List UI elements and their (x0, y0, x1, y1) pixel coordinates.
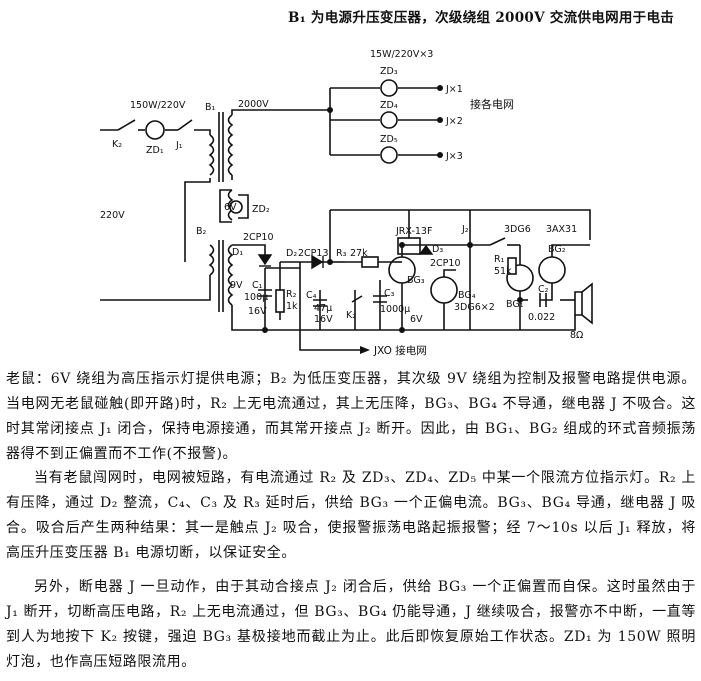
label-zd3: ZD₃ (380, 66, 398, 77)
label-3dg6: 3DG6 (504, 224, 531, 235)
label-jx3: J×3 (445, 151, 463, 162)
jxo-arrow-icon (360, 346, 370, 354)
lamp-zd4-icon (380, 111, 398, 129)
label-speaker: 8Ω (570, 330, 583, 341)
label-c3: C₃ (384, 288, 395, 299)
label-lamp-rating: 150W/220V (130, 100, 186, 111)
label-6v: 6V (224, 202, 237, 213)
capacitor-c2 (539, 293, 547, 307)
label-r2: R₂ (286, 289, 297, 300)
label-r3: R₃ (336, 248, 347, 259)
label-zd5: ZD₅ (380, 134, 398, 145)
label-k2-top: K₂ (112, 139, 122, 150)
label-c4-val: 47μ (314, 303, 332, 314)
diode-symbols (257, 244, 434, 270)
label-zd2: ZD₂ (252, 204, 270, 215)
label-zd-rating: 15W/220V×3 (370, 49, 433, 60)
lamp-zd3-icon (380, 79, 398, 97)
label-bg1: BG₁ (506, 299, 524, 310)
label-c3-v: 6V (410, 314, 423, 325)
label-c2-val: 0.022 (528, 312, 555, 323)
label-r3-val: 27k (350, 248, 368, 259)
diode-d2-icon (311, 254, 324, 270)
label-j2: J₂ (461, 224, 469, 235)
lamp-zd2-icon (229, 200, 243, 214)
capacitor-c1 (258, 289, 272, 297)
label-bg2: BG₂ (548, 244, 566, 255)
label-c1: C₁ (252, 280, 263, 291)
label-r2-val: 1k (286, 301, 298, 312)
label-3ax31: 3AX31 (546, 224, 577, 235)
label-jxo: JXO 接电网 (373, 344, 427, 357)
label-grid-connect: 接各电网 (470, 97, 514, 111)
label-d1: D₁ (232, 247, 243, 258)
passive-components (258, 256, 547, 313)
label-c1-val: 100μ (244, 292, 268, 303)
resistor-r2 (275, 289, 285, 313)
resistor-r1 (507, 257, 517, 275)
label-k2: K₂ (346, 310, 356, 321)
label-r1: R₁ (494, 254, 505, 265)
label-relay: JRX-13F (395, 226, 432, 237)
paragraph-2: 当有老鼠闯网时，电网被短路，有电流通过 R₂ 及 ZD₃、ZD₄、ZD₅ 中某一… (6, 470, 696, 561)
terminal-dots (262, 85, 523, 333)
diode-d1-icon (257, 254, 273, 266)
label-bg34-type: 3DG6×2 (454, 302, 495, 313)
label-d3: D₃ (432, 244, 443, 255)
label-c4-v: 16V (314, 314, 333, 325)
label-c4: C₄ (306, 290, 317, 301)
label-b1: B₁ (205, 102, 216, 113)
figure-caption: B₁ 为电源升压变压器，次级绕组 2000V 交流供电网用于电击 (288, 10, 675, 26)
transformer-cores (218, 112, 224, 312)
label-d2: D₂ (286, 248, 297, 259)
label-9v: 9V (230, 280, 243, 291)
label-zd1: ZD₁ (146, 145, 164, 156)
diode-d3-icon (418, 244, 434, 255)
label-b2: B₂ (196, 226, 207, 237)
label-bg3: BG₃ (407, 275, 425, 286)
switch-k2 (351, 295, 363, 303)
paragraph-1: 老鼠：6V 绕组为高压指示灯提供电源；B₂ 为低压变压器，其次级 9V 绕组为控… (6, 371, 696, 462)
resistor-r3 (361, 256, 379, 268)
label-2000v: 2000V (238, 99, 269, 110)
label-c3-val: 1000μ (380, 304, 410, 315)
component-labels: 15W/220V×3 ZD₃ ZD₄ ZD₅ J×1 J×2 J×3 接各电网 … (100, 49, 583, 357)
lamp-zd5-icon (380, 146, 398, 164)
label-d2-type: 2CP13 (298, 248, 329, 259)
label-d3-type: 2CP10 (430, 258, 461, 269)
label-jx1: J×1 (445, 84, 463, 95)
lamp-zd1-icon (145, 120, 165, 140)
label-r1-val: 51k (494, 266, 512, 277)
capacitor-c3 (373, 295, 387, 303)
label-d1-type: 2CP10 (243, 232, 274, 243)
label-zd4: ZD₄ (380, 100, 398, 111)
label-jx2: J×2 (445, 116, 463, 127)
label-220v: 220V (100, 210, 125, 221)
schematic-wires (100, 87, 593, 351)
label-bg4: BG₄ (458, 290, 476, 301)
label-c2: C₂ (538, 284, 549, 295)
capacitor-c4 (313, 299, 327, 307)
paragraph-3: 另外，断电器 J 一旦动作，由于其动合接点 J₂ 闭合后，供给 BG₃ 一个正偏… (6, 579, 696, 670)
lamp-indicators (145, 79, 398, 214)
label-j1: J₁ (175, 140, 183, 151)
label-c1-v: 16V (248, 306, 267, 317)
